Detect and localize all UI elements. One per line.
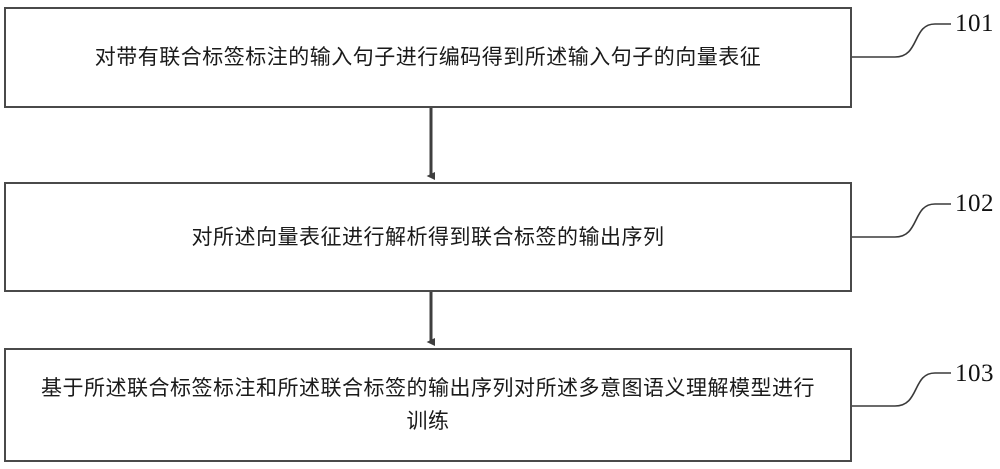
flow-step-text-101: 对带有联合标签标注的输入句子进行编码得到所述输入句子的向量表征: [94, 45, 762, 70]
flow-step-box-101: 对带有联合标签标注的输入句子进行编码得到所述输入句子的向量表征: [4, 7, 852, 108]
leader-line-102: [852, 203, 951, 238]
reference-number-101: 101: [955, 10, 994, 37]
reference-number-103: 103: [955, 360, 994, 387]
leader-line-103: [852, 372, 951, 407]
reference-number-102: 102: [955, 190, 994, 217]
flow-step-text-103: 基于所述联合标签标注和所述联合标签的输出序列对所述多意图语义理解模型进行训练: [41, 376, 815, 433]
flow-step-box-103: 基于所述联合标签标注和所述联合标签的输出序列对所述多意图语义理解模型进行训练: [4, 348, 852, 462]
flow-step-box-102: 对所述向量表征进行解析得到联合标签的输出序列: [4, 182, 852, 292]
flow-step-text-102: 对所述向量表征进行解析得到联合标签的输出序列: [191, 224, 665, 249]
leader-line-101: [852, 23, 951, 58]
